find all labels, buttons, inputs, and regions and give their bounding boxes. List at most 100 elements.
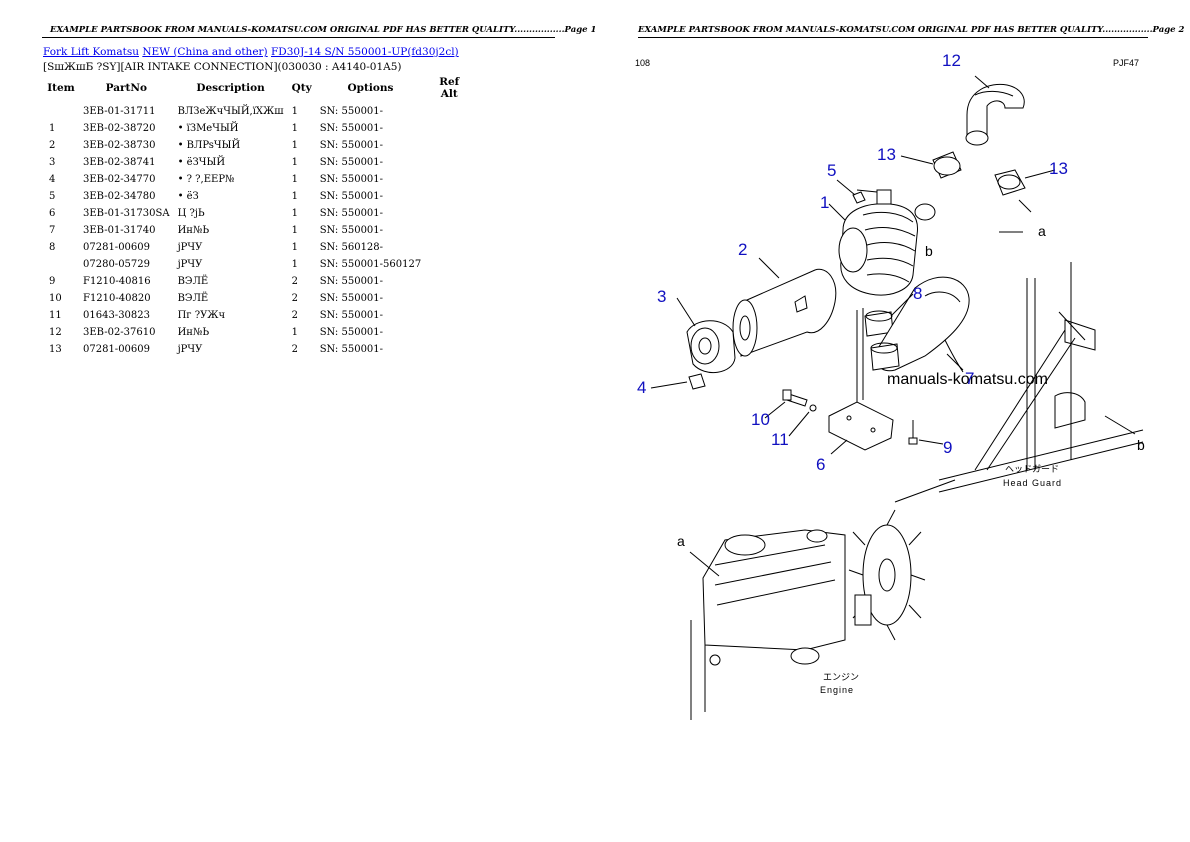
- cell-partno: F1210-40820: [83, 293, 151, 304]
- callout-1: 1: [820, 193, 829, 212]
- cell-qty: 2: [291, 310, 298, 321]
- column-header-qty: Qty: [291, 82, 312, 94]
- cell-options: SN: 550001-: [319, 310, 384, 321]
- cell-partno: 3EB-02-38720: [83, 123, 156, 134]
- callout-12: 12: [942, 51, 961, 70]
- ref-letter-a-upper: a: [1038, 223, 1046, 239]
- head-guard-label-jp: ヘッドガード: [1005, 464, 1059, 474]
- cell-description: Ин№Ь: [177, 327, 210, 338]
- callout-13-upper: 13: [877, 145, 896, 164]
- cell-qty: 2: [291, 276, 298, 287]
- callout-3: 3: [657, 287, 666, 306]
- cell-options: SN: 550001-: [319, 225, 384, 236]
- engine-label: Engine: [820, 685, 854, 695]
- cell-qty: 1: [291, 174, 298, 185]
- callout-6: 6: [816, 455, 825, 474]
- part-6-bracket: [828, 308, 894, 451]
- engine-assembly: [690, 509, 926, 720]
- cell-partno: F1210-40816: [83, 276, 151, 287]
- cell-item: 10: [49, 293, 62, 304]
- part-9-bolt: [908, 420, 918, 445]
- table-row: 4 3EB-02-34770 • ? ?,ЕЕР№ 1 SN: 550001-: [43, 171, 473, 188]
- header-divider: [638, 37, 1148, 38]
- breadcrumb-link-model[interactable]: FD30J-14 S/N 550001-UP(fd30j2cl): [271, 46, 459, 58]
- cell-item: 6: [49, 208, 56, 219]
- cell-options: SN: 550001-: [319, 174, 384, 185]
- cell-description: • ёЗ: [177, 191, 199, 202]
- cell-description: • ? ?,ЕЕР№: [177, 174, 235, 185]
- cell-description: jРЧУ: [177, 259, 203, 270]
- cell-qty: 2: [291, 344, 298, 355]
- ref-letter-b-upper: b: [925, 243, 933, 259]
- cell-refalt: [425, 256, 473, 273]
- cell-partno: 07281-00609: [83, 242, 151, 253]
- diagram-corner-left: 108: [635, 58, 650, 68]
- cell-partno: 3EB-02-34770: [83, 174, 156, 185]
- cell-item: 1: [49, 123, 56, 134]
- callout-leaders: [650, 75, 1136, 577]
- column-header-partno: PartNo: [105, 82, 147, 94]
- table-row: 10 F1210-40820 ВЭЛЁ 2 SN: 550001-: [43, 290, 473, 307]
- cell-qty: 2: [291, 293, 298, 304]
- ref-letter-a-lower: a: [677, 533, 685, 549]
- cell-refalt: [425, 324, 473, 341]
- cell-partno: 07281-00609: [83, 344, 151, 355]
- cell-partno: 3EB-02-38730: [83, 140, 156, 151]
- cell-description: Ин№Ь: [177, 225, 210, 236]
- breadcrumb-link-model-family[interactable]: Fork Lift Komatsu: [43, 46, 139, 58]
- cell-item: 5: [49, 191, 56, 202]
- cell-item: 2: [49, 140, 56, 151]
- breadcrumb: Fork Lift Komatsu NEW (China and other) …: [43, 46, 459, 58]
- cell-refalt: [425, 290, 473, 307]
- cell-item: 4: [49, 174, 56, 185]
- part-5-bolt: [852, 191, 866, 204]
- cell-options: SN: 560128-: [319, 242, 384, 253]
- cell-description: Пг ?УЖч: [177, 310, 226, 321]
- parts-table: Item PartNo Description Qty Options Ref …: [43, 76, 473, 358]
- cell-description: • ёЗЧЫЙ: [177, 157, 226, 168]
- cell-refalt: [425, 188, 473, 205]
- cell-item: 7: [49, 225, 56, 236]
- breadcrumb-link-region[interactable]: NEW (China and other): [142, 46, 268, 58]
- cell-description: ВЭЛЁ: [177, 293, 209, 304]
- cell-partno: 3EB-02-38741: [83, 157, 156, 168]
- callout-10: 10: [751, 410, 770, 429]
- diagram-corner-right: PJF47: [1113, 58, 1139, 68]
- cell-qty: 1: [291, 327, 298, 338]
- cell-qty: 1: [291, 140, 298, 151]
- page-header: EXAMPLE PARTSBOOK FROM MANUALS-KOMATSU.C…: [638, 25, 1185, 35]
- callout-8: 8: [913, 284, 922, 303]
- cell-item: [43, 103, 79, 120]
- head-guard-label: Head Guard: [1003, 478, 1062, 488]
- cell-refalt: [425, 137, 473, 154]
- part-2-filter-element: [732, 268, 837, 357]
- cell-qty: 1: [291, 157, 298, 168]
- cell-partno: 3EB-01-31711: [83, 106, 156, 117]
- cell-refalt: [425, 205, 473, 222]
- cell-qty: 1: [291, 225, 298, 236]
- cell-item: [43, 256, 79, 273]
- cell-partno: 3EB-02-37610: [83, 327, 156, 338]
- cell-options: SN: 550001-: [319, 293, 384, 304]
- cell-refalt: [425, 120, 473, 137]
- cell-refalt: [425, 307, 473, 324]
- cell-qty: 1: [291, 123, 298, 134]
- cell-refalt: [425, 341, 473, 358]
- callout-7: 7: [965, 369, 974, 388]
- cell-qty: 1: [291, 191, 298, 202]
- cell-refalt: [425, 273, 473, 290]
- table-header-row: Item PartNo Description Qty Options Ref …: [43, 76, 473, 103]
- callout-9: 9: [943, 438, 952, 457]
- parts-diagram: 108 PJF47: [635, 51, 1145, 720]
